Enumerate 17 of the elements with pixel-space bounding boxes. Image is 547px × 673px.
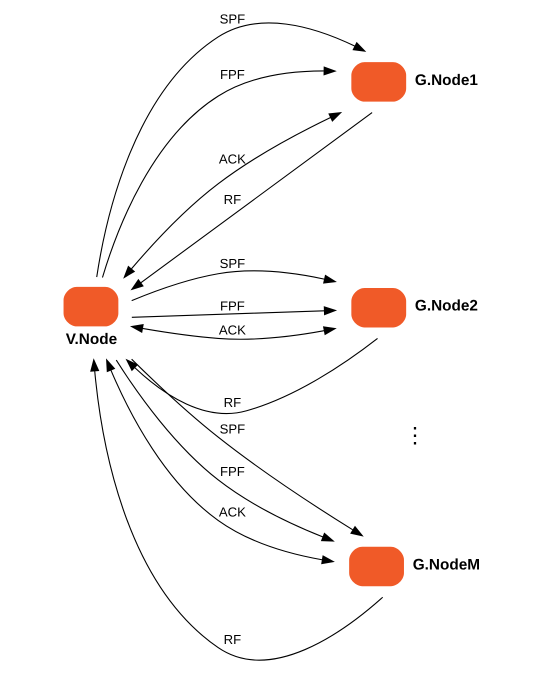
edge-label: RF bbox=[224, 632, 242, 647]
label: ⋮ bbox=[404, 422, 426, 448]
edge-label: ACK bbox=[218, 152, 246, 167]
edge-label: FPF bbox=[220, 464, 245, 480]
edge-label: SPF bbox=[220, 256, 246, 271]
edge-label: RF bbox=[224, 192, 242, 208]
edge-label: ACK bbox=[218, 322, 246, 338]
edge-label: SPF bbox=[220, 421, 246, 436]
node-label: V.Node bbox=[66, 331, 118, 348]
edge-label: FPF bbox=[220, 67, 245, 82]
edge-label: ACK bbox=[218, 504, 246, 520]
node-label: G.Node1 bbox=[414, 72, 478, 89]
node-label: G.Node2 bbox=[414, 298, 478, 315]
edge-label: FPF bbox=[220, 298, 245, 314]
edge-label: SPF bbox=[220, 11, 246, 26]
edge-label: RF bbox=[224, 395, 242, 410]
node-label: G.NodeM bbox=[412, 556, 480, 574]
